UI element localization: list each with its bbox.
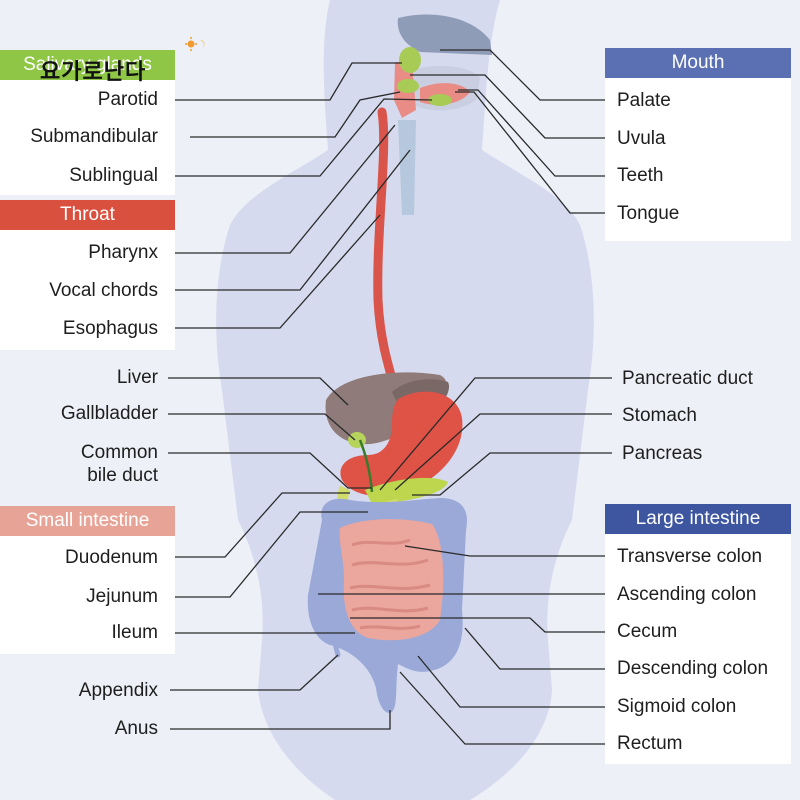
label-parotid: Parotid bbox=[97, 89, 158, 110]
leader-uvula bbox=[410, 74, 610, 139]
throat-header: Throat bbox=[0, 200, 175, 230]
label-gallbladder: Gallbladder bbox=[60, 403, 158, 424]
small-intestine-folds bbox=[349, 538, 431, 630]
leader-rectum bbox=[399, 671, 610, 745]
salivary-glands-header: Salivary glands bbox=[0, 50, 175, 80]
leader-pancreas bbox=[412, 452, 612, 496]
label-duodenum: Duodenum bbox=[65, 547, 158, 568]
leader-palate bbox=[440, 49, 610, 101]
label-transverse-colon: Transverse colon bbox=[617, 546, 763, 567]
esophagus-tube bbox=[373, 107, 403, 405]
sun-logo-icon bbox=[185, 37, 205, 51]
leader-cecum bbox=[350, 617, 610, 633]
leader-tongue bbox=[455, 91, 610, 214]
mouth-panel bbox=[605, 48, 791, 241]
leader-parotid bbox=[170, 62, 402, 101]
pancreas-shape bbox=[365, 477, 448, 504]
trachea bbox=[398, 120, 416, 215]
label-stomach: Stomach bbox=[622, 405, 697, 426]
leader-stomach bbox=[394, 413, 612, 491]
leader-sigmoid-colon bbox=[417, 655, 610, 708]
stomach-shape bbox=[340, 391, 463, 496]
label-submandibular: Submandibular bbox=[30, 126, 158, 147]
leader-liver bbox=[168, 377, 349, 406]
leader-jejunum bbox=[170, 511, 368, 598]
label-esophagus: Esophagus bbox=[62, 318, 158, 339]
leader-esophagus bbox=[170, 214, 381, 329]
label-uvula: Uvula bbox=[617, 128, 666, 149]
label-palate: Palate bbox=[617, 90, 671, 111]
label-pancreas: Pancreas bbox=[622, 443, 703, 464]
label-ascending-colon: Ascending colon bbox=[617, 584, 757, 605]
label-common-bile-duct-line2: bile duct bbox=[87, 465, 158, 486]
label-sublingual: Sublingual bbox=[69, 165, 158, 186]
label-sigmoid-colon: Sigmoid colon bbox=[617, 696, 737, 717]
label-ileum: Ileum bbox=[111, 622, 158, 643]
large-intestine-header: Large intestine bbox=[605, 504, 791, 534]
appendix-shape bbox=[331, 637, 341, 658]
leader-anus bbox=[170, 710, 391, 730]
leader-sublingual bbox=[170, 98, 433, 177]
leader-submandibular bbox=[190, 91, 401, 138]
small-intestine-shape bbox=[339, 519, 444, 641]
nasal-cavity bbox=[397, 14, 492, 55]
label-descending-colon: Descending colon bbox=[617, 658, 769, 679]
small-intestine-header: Small intestine bbox=[0, 506, 175, 536]
label-pancreatic-duct: Pancreatic duct bbox=[622, 368, 753, 389]
label-common-bile-duct-line1: Common bbox=[80, 442, 158, 463]
leader-duodenum bbox=[170, 492, 350, 558]
watermark-text: 요가로난다 bbox=[40, 59, 147, 84]
label-rectum: Rectum bbox=[617, 733, 683, 754]
label-liver: Liver bbox=[116, 367, 158, 388]
large-intestine-panel bbox=[605, 504, 791, 764]
leader-teeth bbox=[458, 89, 610, 177]
label-teeth: Teeth bbox=[617, 165, 664, 186]
mouth-header: Mouth bbox=[605, 48, 791, 78]
parotid-gland bbox=[399, 47, 421, 73]
label-tongue: Tongue bbox=[617, 203, 680, 224]
leader-descending-colon bbox=[464, 627, 610, 670]
leader-pharynx bbox=[170, 124, 396, 254]
label-jejunum: Jejunum bbox=[86, 586, 158, 607]
leader-gallbladder bbox=[168, 413, 356, 441]
leader-pancreatic-duct bbox=[379, 377, 612, 491]
label-cecum: Cecum bbox=[617, 621, 678, 642]
label-anus: Anus bbox=[114, 718, 158, 739]
leader-appendix bbox=[170, 654, 339, 691]
label-pharynx: Pharynx bbox=[88, 242, 158, 263]
leader-vocal-chords bbox=[170, 149, 411, 291]
sublingual-gland bbox=[428, 94, 452, 106]
leader-bile-duct bbox=[168, 452, 372, 489]
bile-duct bbox=[358, 439, 374, 493]
leader-transverse-colon bbox=[404, 545, 610, 557]
label-appendix: Appendix bbox=[78, 680, 158, 701]
submandibular-gland bbox=[397, 79, 419, 93]
label-vocal-chords: Vocal chords bbox=[49, 280, 158, 301]
